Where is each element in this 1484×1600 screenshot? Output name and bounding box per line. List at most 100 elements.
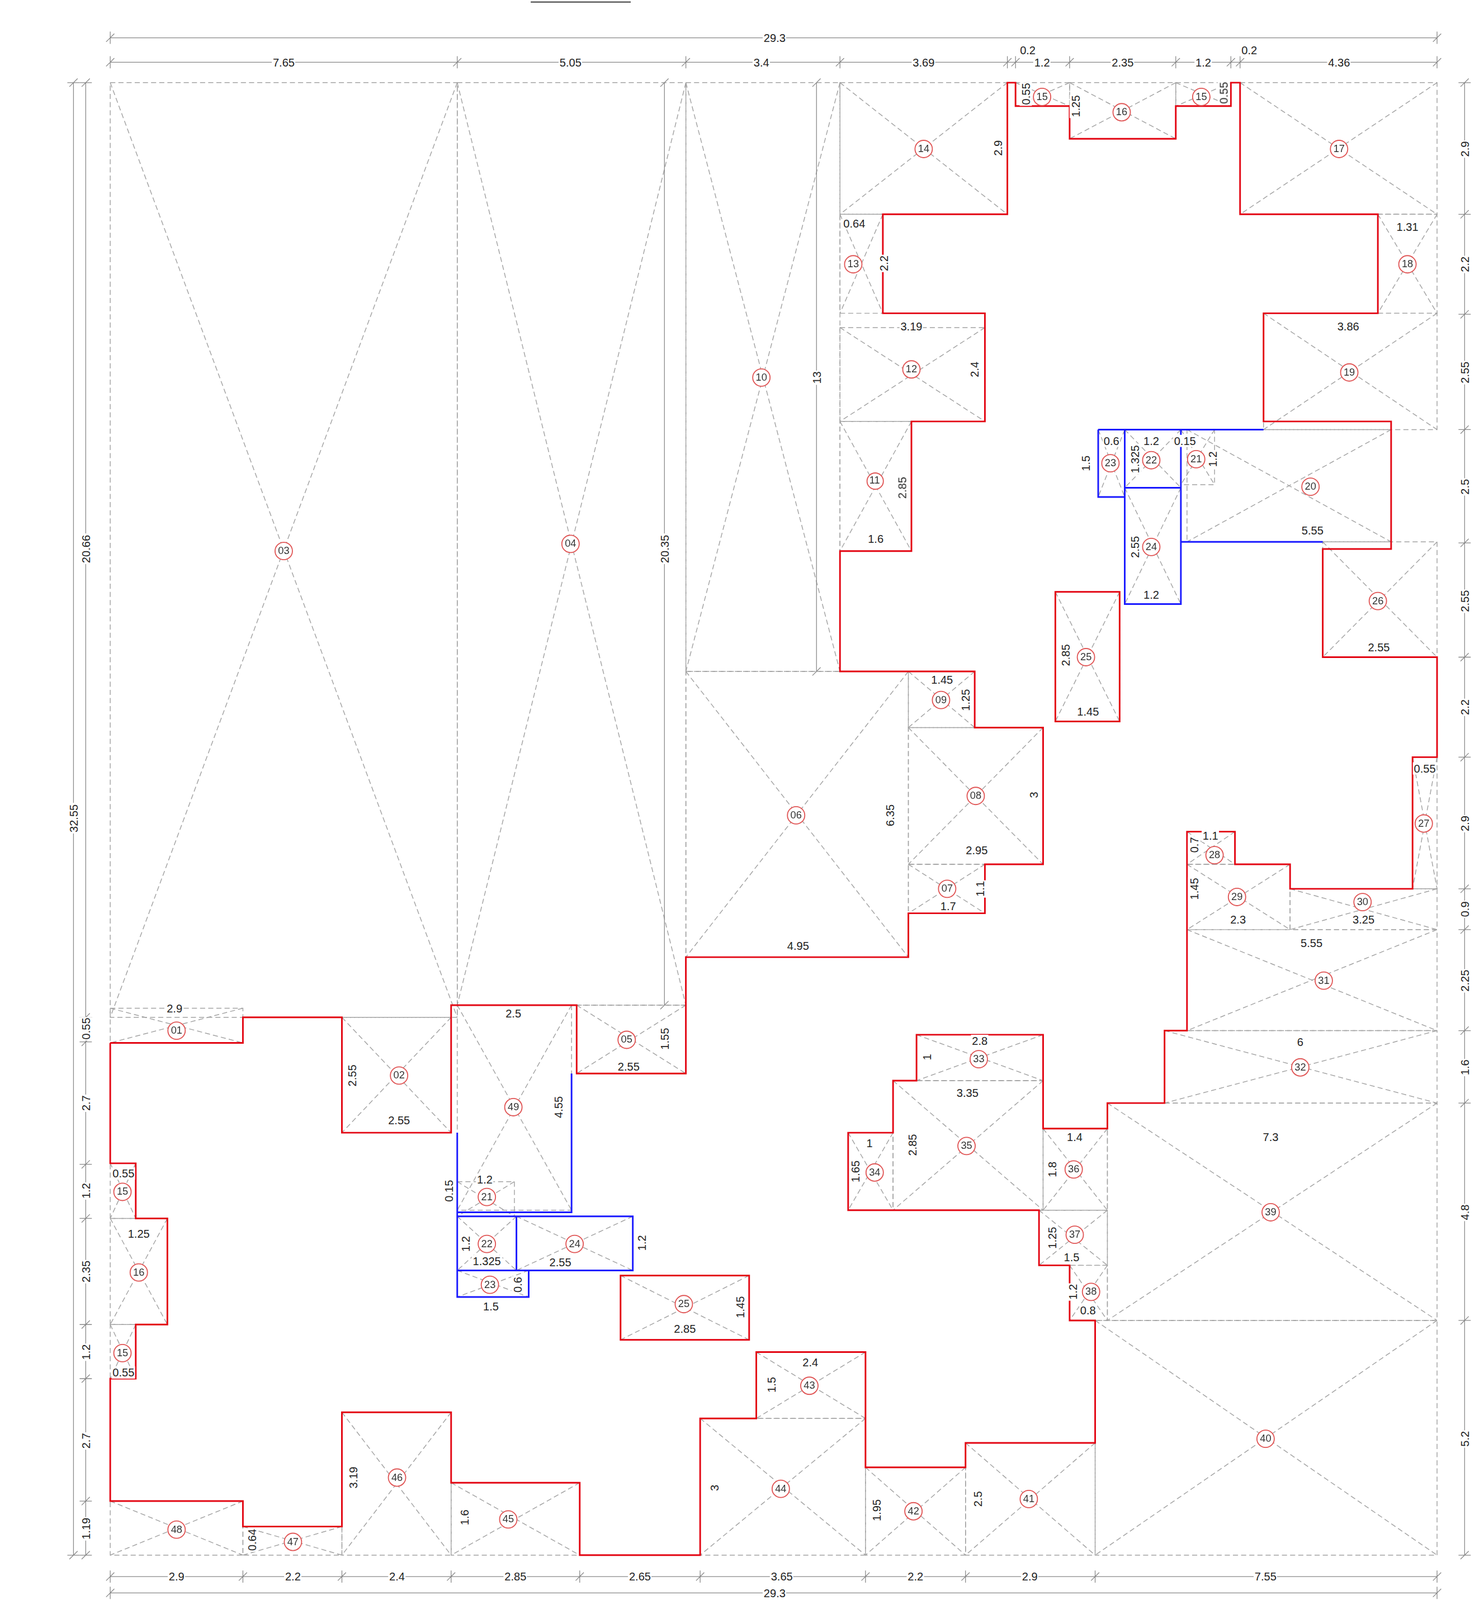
zone-diagonal — [916, 1034, 1043, 1081]
zone-outline — [1322, 541, 1438, 658]
zone-outline — [341, 1017, 451, 1133]
callout-circle: 10 — [752, 368, 771, 387]
callout-circle: 43 — [800, 1376, 819, 1396]
callout-circle: 21 — [477, 1188, 496, 1207]
callout-circle: 20 — [1301, 477, 1320, 496]
dimension-label: 0.64 — [246, 1528, 259, 1553]
callout-number: 06 — [790, 810, 802, 821]
dimension-label: 1.2 — [635, 1234, 649, 1252]
dimension-label: 2.2 — [1458, 698, 1471, 717]
dimension-label: 1.8 — [1046, 1160, 1059, 1179]
callout-circle: 29 — [1227, 887, 1247, 907]
dimension-label: 2.55 — [1367, 640, 1392, 654]
callout-number: 15 — [116, 1348, 129, 1359]
zone-diagonal — [110, 82, 458, 1018]
dimension-label: 13 — [810, 370, 823, 385]
zone-outline — [1098, 429, 1125, 497]
zone-diagonal — [110, 1324, 136, 1379]
zone-outline — [457, 1216, 517, 1271]
dimension-label: 2.2 — [284, 1570, 302, 1583]
dimension-label: 1 — [920, 1053, 933, 1062]
dimension-label: 2.3 — [1229, 913, 1247, 926]
dimension-label: 1.5 — [1062, 1251, 1081, 1264]
callout-number: 21 — [481, 1192, 493, 1203]
callout-number: 21 — [1190, 454, 1202, 465]
callout-number: 24 — [568, 1239, 580, 1250]
dimension-label: 2.55 — [1458, 589, 1471, 614]
dimension-label: 2.2 — [906, 1570, 925, 1583]
dimension-chain — [67, 78, 80, 1561]
callout-circle: 30 — [1353, 892, 1372, 912]
dimension-label: 2.5 — [1458, 478, 1471, 496]
dimension-label: 2.4 — [968, 360, 981, 379]
zone-diagonal — [965, 1443, 1096, 1556]
callout-number: 37 — [1069, 1229, 1081, 1240]
zone-outline — [686, 671, 909, 958]
callout-number: 44 — [774, 1484, 787, 1495]
dimension-label: 3.86 — [1336, 320, 1361, 333]
dimension-label: 1.2 — [1142, 588, 1161, 602]
callout-circle: 25 — [1076, 648, 1096, 667]
dimension-label: 2.4 — [801, 1356, 820, 1369]
dimension-label: 0.64 — [842, 217, 867, 230]
callout-number: 07 — [941, 884, 953, 895]
callout-number: 35 — [960, 1141, 972, 1152]
dimension-label: 1.25 — [1069, 93, 1082, 118]
callout-number: 08 — [970, 791, 982, 802]
callout-number: 17 — [1333, 143, 1345, 154]
zone-diagonal — [839, 82, 1008, 215]
dimension-label: 2.9 — [1458, 814, 1471, 833]
callout-circle: 49 — [504, 1098, 523, 1117]
dimension-chain — [106, 1586, 1442, 1600]
callout-circle: 05 — [617, 1031, 636, 1050]
callout-circle: 12 — [902, 360, 921, 379]
zone-outline — [892, 1080, 1043, 1211]
dimension-label: 2.5 — [971, 1490, 985, 1509]
callout-number: 45 — [502, 1514, 514, 1525]
callout-circle: 15 — [113, 1183, 132, 1202]
callout-circle: 48 — [167, 1520, 186, 1540]
zone-diagonal — [341, 1017, 451, 1133]
dimension-label: 0.6 — [511, 1275, 524, 1294]
dimension-chain — [79, 78, 92, 1561]
dimension-chain — [1458, 78, 1471, 1561]
dimension-label: 1.6 — [866, 532, 885, 546]
callout-circle: 15 — [113, 1344, 132, 1363]
callout-circle: 36 — [1064, 1160, 1084, 1179]
dimension-label: 3.19 — [347, 1466, 360, 1491]
dimension-label: 4.8 — [1458, 1203, 1471, 1222]
dimension-label: 4.36 — [1326, 55, 1351, 69]
dimension-label: 2.7 — [79, 1094, 92, 1113]
callout-number: 04 — [564, 539, 576, 550]
callout-number: 15 — [1036, 91, 1048, 102]
zone-outline — [620, 1275, 750, 1341]
dimension-label: 1.2 — [459, 1235, 472, 1254]
zone-outline — [110, 1163, 136, 1219]
dimension-label: 0.7 — [1188, 836, 1201, 855]
dimension-label: 0.55 — [111, 1167, 136, 1180]
dimension-label: 5.05 — [558, 55, 583, 69]
zone-outline — [848, 1132, 893, 1211]
zone-outline — [110, 1218, 168, 1325]
zone-outline — [457, 1182, 515, 1217]
dimension-label: 0.55 — [111, 1366, 136, 1379]
dimension-label: 1.6 — [1458, 1058, 1471, 1077]
dimension-label: 1.2 — [79, 1182, 92, 1200]
callout-number: 25 — [1080, 651, 1092, 663]
dimension-chain — [106, 55, 1442, 69]
dimension-label: 1.6 — [458, 1508, 471, 1527]
dimension-label: 2.55 — [548, 1256, 573, 1269]
callout-number: 25 — [678, 1299, 690, 1310]
callout-number: 22 — [481, 1239, 493, 1250]
dimension-chain — [106, 31, 1442, 45]
dimension-label: 2.55 — [1458, 360, 1471, 385]
dimension-label: 0.2 — [1018, 43, 1037, 56]
dimension-label: 3 — [708, 1484, 721, 1493]
dimension-label: 5.2 — [1458, 1430, 1471, 1449]
zone-diagonal — [457, 1216, 517, 1271]
callout-number: 29 — [1231, 891, 1243, 902]
callout-circle: 40 — [1256, 1429, 1275, 1449]
callout-number: 12 — [905, 364, 918, 375]
callout-circle: 15 — [1032, 87, 1052, 107]
